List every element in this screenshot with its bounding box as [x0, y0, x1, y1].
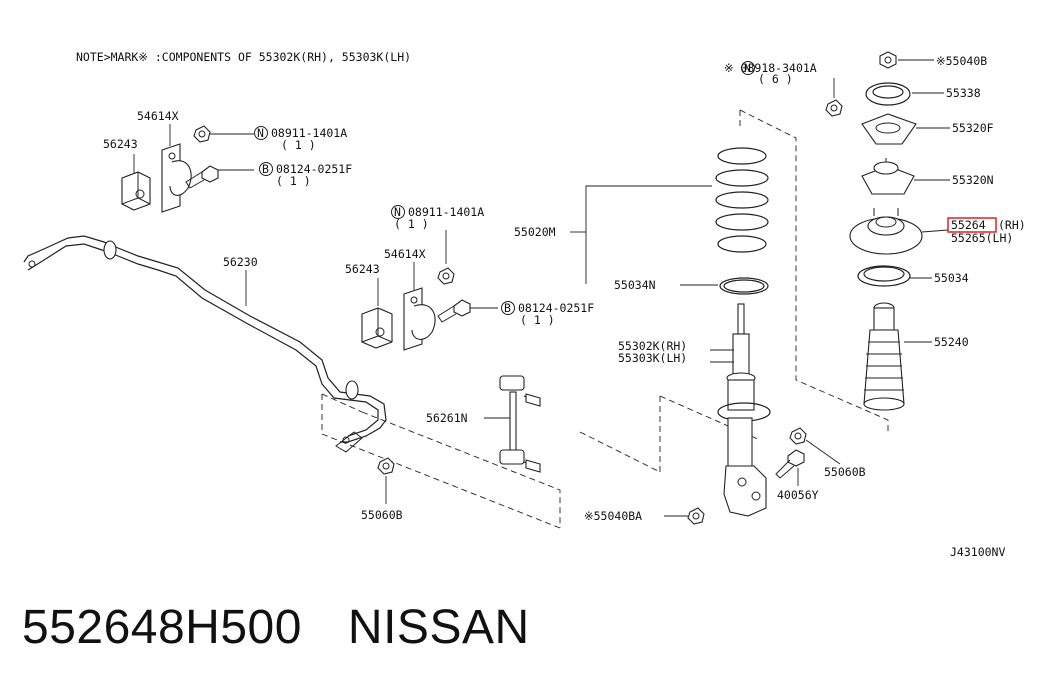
- svg-text:N: N: [744, 61, 751, 75]
- circle-b-b: B: [501, 301, 515, 315]
- label-55034: 55034: [934, 271, 969, 285]
- label-56243-a: 56243: [103, 137, 138, 151]
- svg-text:N: N: [257, 126, 264, 140]
- label-08911-a: 08911-1401A: [271, 126, 347, 140]
- label-40056y: 40056Y: [777, 488, 819, 502]
- clamp-54614x-b[interactable]: [403, 287, 436, 351]
- label-55060b-right: 55060B: [824, 465, 866, 479]
- qty-08911-b: ( 1 ): [394, 217, 429, 231]
- bar-bushing-stop: [103, 240, 117, 260]
- bearing-55338[interactable]: [865, 82, 911, 106]
- label-55240: 55240: [934, 335, 969, 349]
- bolt-40056y[interactable]: [775, 449, 805, 479]
- bolt-08124-b[interactable]: [437, 299, 471, 323]
- bump-stop-55240[interactable]: [863, 302, 905, 411]
- coil-spring-55020m[interactable]: [715, 147, 769, 253]
- bushing-56243-a[interactable]: [121, 171, 151, 211]
- nut-55040ba[interactable]: [687, 507, 705, 525]
- plate-55320f[interactable]: [861, 113, 917, 145]
- label-55338: 55338: [946, 86, 981, 100]
- qty-08918: ( 6 ): [758, 72, 793, 86]
- nut-08911-a[interactable]: [193, 125, 211, 143]
- label-08911-b: 08911-1401A: [408, 205, 484, 219]
- qty-08911-a: ( 1 ): [281, 138, 316, 152]
- brand-name: NISSAN: [347, 601, 530, 654]
- strut-mount-55264[interactable]: [849, 208, 923, 255]
- components-note: NOTE>MARK※ :COMPONENTS OF 55302K(RH), 55…: [76, 50, 411, 64]
- nut-08911-b[interactable]: [437, 267, 455, 285]
- label-55040ba: ※55040BA: [584, 509, 642, 523]
- label-55264-suffix: (RH): [998, 218, 1026, 232]
- bolt-08124-a[interactable]: [185, 165, 219, 189]
- label-55320n: 55320N: [952, 173, 994, 187]
- label-55264: 55264: [951, 218, 986, 232]
- label-55320f: 55320F: [952, 121, 994, 135]
- nut-08918-3401a[interactable]: [825, 99, 843, 117]
- circle-n-b: N: [391, 205, 405, 219]
- label-55060b-left: 55060B: [361, 508, 403, 522]
- label-08124-b: 08124-0251F: [518, 301, 594, 315]
- clamp-54614x-a[interactable]: [161, 143, 192, 213]
- mount-55320n[interactable]: [861, 158, 915, 195]
- spring-dash-box: [739, 109, 889, 432]
- label-56230: 56230: [223, 255, 258, 269]
- label-55020m: 55020M: [514, 225, 556, 239]
- qty-08124-b: ( 1 ): [520, 313, 555, 327]
- bar-bushing-stop-2: [345, 380, 359, 400]
- label-55040b: ※55040B: [936, 54, 987, 68]
- nut-55060b-left[interactable]: [377, 457, 395, 475]
- highlight-55264: [947, 217, 997, 233]
- qty-08124-a: ( 1 ): [276, 174, 311, 188]
- svg-text:B: B: [262, 162, 269, 176]
- label-56243-b: 56243: [345, 262, 380, 276]
- stabilizer-bar-56230[interactable]: [23, 235, 387, 453]
- svg-text:B: B: [504, 301, 511, 315]
- circle-b-a: B: [259, 162, 273, 176]
- label-08124-a: 08124-0251F: [276, 162, 352, 176]
- part-caption: 552648H500 NISSAN: [22, 596, 576, 660]
- spring-seat-55034n[interactable]: [719, 277, 769, 295]
- circle-n-c: N: [741, 61, 755, 75]
- drawing-code: J43100NV: [950, 545, 1005, 559]
- label-08918: ※ 08918-3401A: [724, 61, 817, 75]
- label-55265: 55265(LH): [951, 231, 1013, 245]
- svg-text:N: N: [394, 205, 401, 219]
- nut-55040b[interactable]: [879, 51, 897, 69]
- strut-assembly-55302k[interactable]: [717, 303, 771, 517]
- label-54614x-b: 54614X: [384, 247, 426, 261]
- label-56261n: 56261N: [426, 411, 468, 425]
- label-55303k: 55303K(LH): [618, 351, 687, 365]
- spring-seat-55034[interactable]: [857, 265, 911, 287]
- bar-end-dash-box: [321, 393, 561, 529]
- stabilizer-link-56261n[interactable]: [499, 375, 541, 473]
- nut-55060b-right[interactable]: [789, 427, 807, 445]
- label-55034n: 55034N: [614, 278, 656, 292]
- circle-n-a: N: [254, 126, 268, 140]
- part-number: 552648H500: [22, 601, 302, 654]
- label-54614x-a: 54614X: [137, 109, 179, 123]
- bushing-56243-b[interactable]: [361, 307, 393, 349]
- label-55302k: 55302K(RH): [618, 339, 687, 353]
